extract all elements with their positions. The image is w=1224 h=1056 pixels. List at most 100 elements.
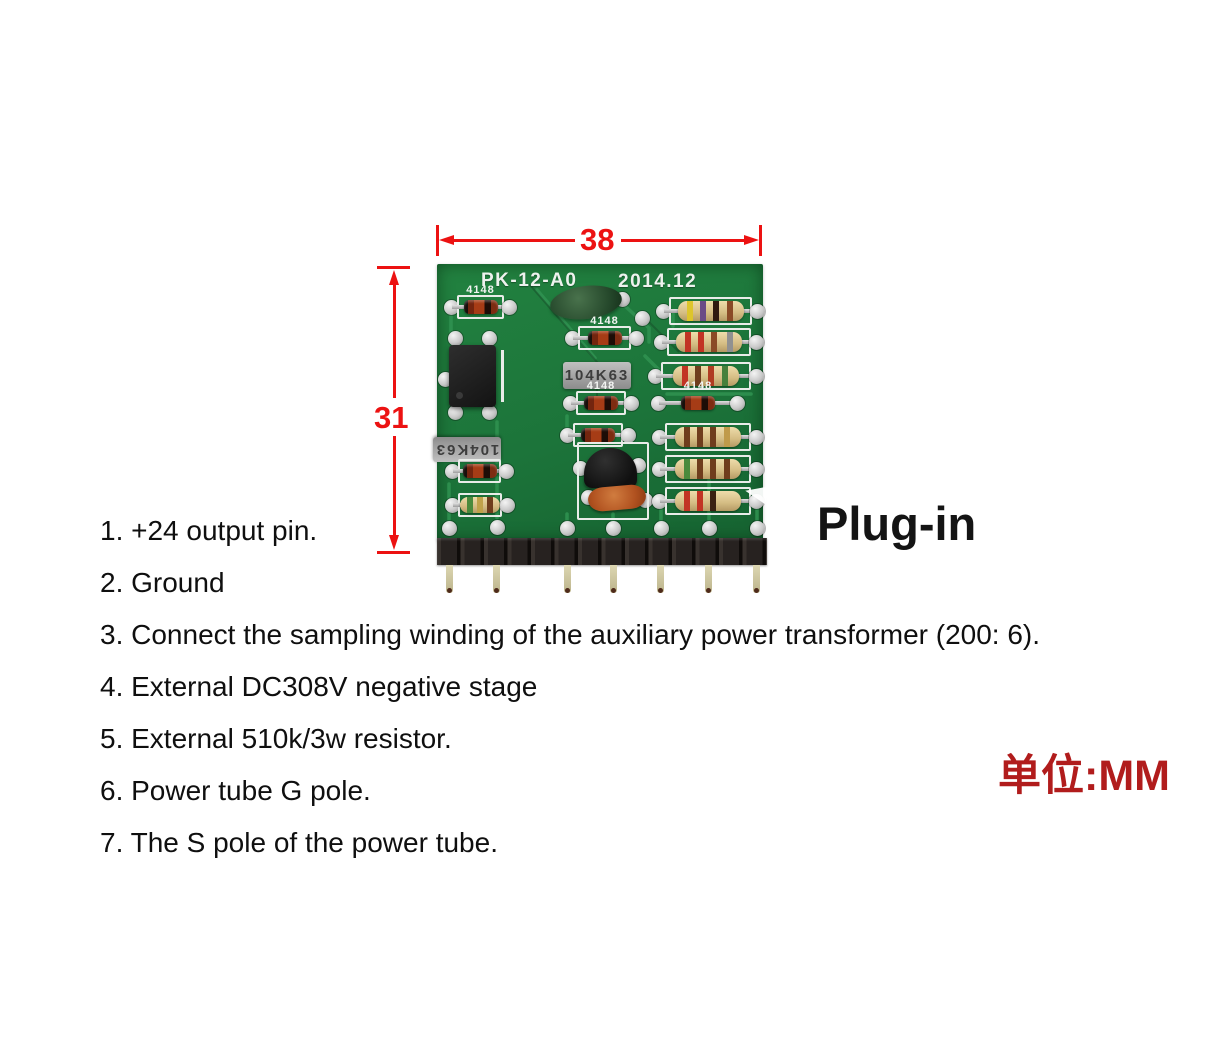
resistor-band — [697, 459, 703, 479]
dimension-line — [451, 239, 575, 242]
resistor — [652, 487, 764, 515]
resistor-band — [698, 332, 704, 352]
diode-body — [581, 428, 615, 442]
note-line: 1. +24 output pin. — [100, 515, 318, 546]
resistor-band — [727, 332, 733, 352]
diode-label: 4148 — [466, 284, 495, 296]
pin-description-list: 1. +24 output pin. 2. Ground 3. Connect … — [100, 505, 1040, 869]
resistor-band — [697, 491, 703, 511]
dimension-arrow-left — [439, 235, 454, 245]
solder-pad — [482, 331, 497, 346]
solder-pad — [635, 311, 650, 326]
film-capacitor-104k63: 104K63 — [563, 362, 631, 389]
diode-4148: 4148 — [565, 316, 644, 350]
resistor-band — [477, 497, 483, 513]
diode-body — [587, 331, 622, 345]
diode-label: 4148 — [590, 315, 619, 327]
capacitor-label: 104K63 — [434, 441, 500, 458]
header-pin — [493, 565, 500, 593]
header-pin — [657, 565, 664, 593]
solder-pad — [442, 521, 457, 536]
diode-4148: 4148 — [563, 381, 639, 415]
resistor-body — [677, 301, 744, 321]
solder-pad — [654, 521, 669, 536]
to92-transistor — [584, 448, 637, 488]
diode-body — [681, 396, 715, 410]
resistor-band — [487, 497, 493, 513]
diode-body — [462, 464, 497, 478]
dimension-line — [393, 436, 396, 537]
solder-pad — [448, 331, 463, 346]
resistor-band — [710, 491, 716, 511]
solder-pad — [448, 405, 463, 420]
resistor-band — [711, 332, 717, 352]
resistor-body — [460, 497, 500, 513]
diode-body — [463, 300, 498, 314]
height-value: 31 — [374, 400, 409, 435]
dimension-line — [621, 239, 746, 242]
dimension-arrow-down — [389, 535, 399, 550]
resistor-body — [675, 459, 741, 479]
dimension-arrow-right — [744, 235, 759, 245]
diode-4148: 4148 — [444, 285, 517, 319]
resistor-band — [686, 301, 693, 321]
dimension-arrow-up — [389, 270, 399, 285]
resistor-band — [685, 332, 691, 352]
solder-pad — [702, 521, 717, 536]
resistor — [654, 328, 764, 356]
solder-pad — [606, 521, 621, 536]
dimension-tick — [377, 551, 410, 554]
diode-label: 4148 — [683, 380, 713, 392]
resistor-body — [675, 427, 741, 447]
dimension-tick — [759, 225, 762, 256]
capacitor-label: 104K63 — [564, 367, 630, 384]
note-line: 2. Ground — [100, 567, 225, 598]
note-line: 5. External 510k/3w resistor. — [100, 723, 452, 754]
resistor-band — [724, 459, 730, 479]
resistor-band — [467, 497, 473, 513]
unit-label: 单位:MM — [998, 752, 1170, 800]
solder-pad — [482, 405, 497, 420]
solder-pad — [750, 521, 765, 536]
diode-4148 — [445, 459, 514, 483]
resistor-body — [676, 332, 742, 352]
silkscreen-outline — [501, 350, 504, 402]
header-pin — [446, 565, 453, 593]
resistor-band — [699, 301, 706, 321]
silkscreen-outline — [577, 442, 649, 520]
note-line: 6. Power tube G pole. — [100, 775, 371, 806]
resistor-band — [684, 459, 690, 479]
resistor-band — [710, 427, 716, 447]
resistor-band — [684, 491, 690, 511]
resistor-band — [695, 366, 701, 386]
resistor-band — [684, 427, 690, 447]
silkscreen-model: PK-12-A0 — [481, 270, 578, 291]
resistor-band — [724, 427, 730, 447]
width-value: 38 — [580, 222, 615, 257]
resistor-band — [710, 459, 716, 479]
silkscreen-date: 2014.12 — [618, 271, 698, 292]
diode-body — [584, 396, 618, 410]
resistor — [648, 362, 764, 390]
diode-label: 4148 — [586, 380, 616, 392]
plug-in-title: Plug-in — [817, 497, 977, 550]
diode-4148: 4148 — [651, 381, 745, 411]
resistor-band — [712, 301, 719, 321]
header-pin — [705, 565, 712, 593]
resistor — [445, 493, 515, 517]
resistor — [652, 455, 764, 483]
resistor — [652, 423, 764, 451]
header-pin — [610, 565, 617, 593]
dimension-tick — [377, 266, 410, 269]
resistor — [656, 297, 765, 325]
diode-4148 — [560, 423, 636, 447]
header-pin — [753, 565, 760, 593]
header-pin — [564, 565, 571, 593]
resistor-band — [726, 301, 733, 321]
resistor-body — [675, 491, 741, 511]
optocoupler-ic — [449, 345, 496, 407]
resistor-band — [682, 366, 688, 386]
resistor-band — [722, 366, 728, 386]
note-line: 7. The S pole of the power tube. — [100, 827, 498, 858]
